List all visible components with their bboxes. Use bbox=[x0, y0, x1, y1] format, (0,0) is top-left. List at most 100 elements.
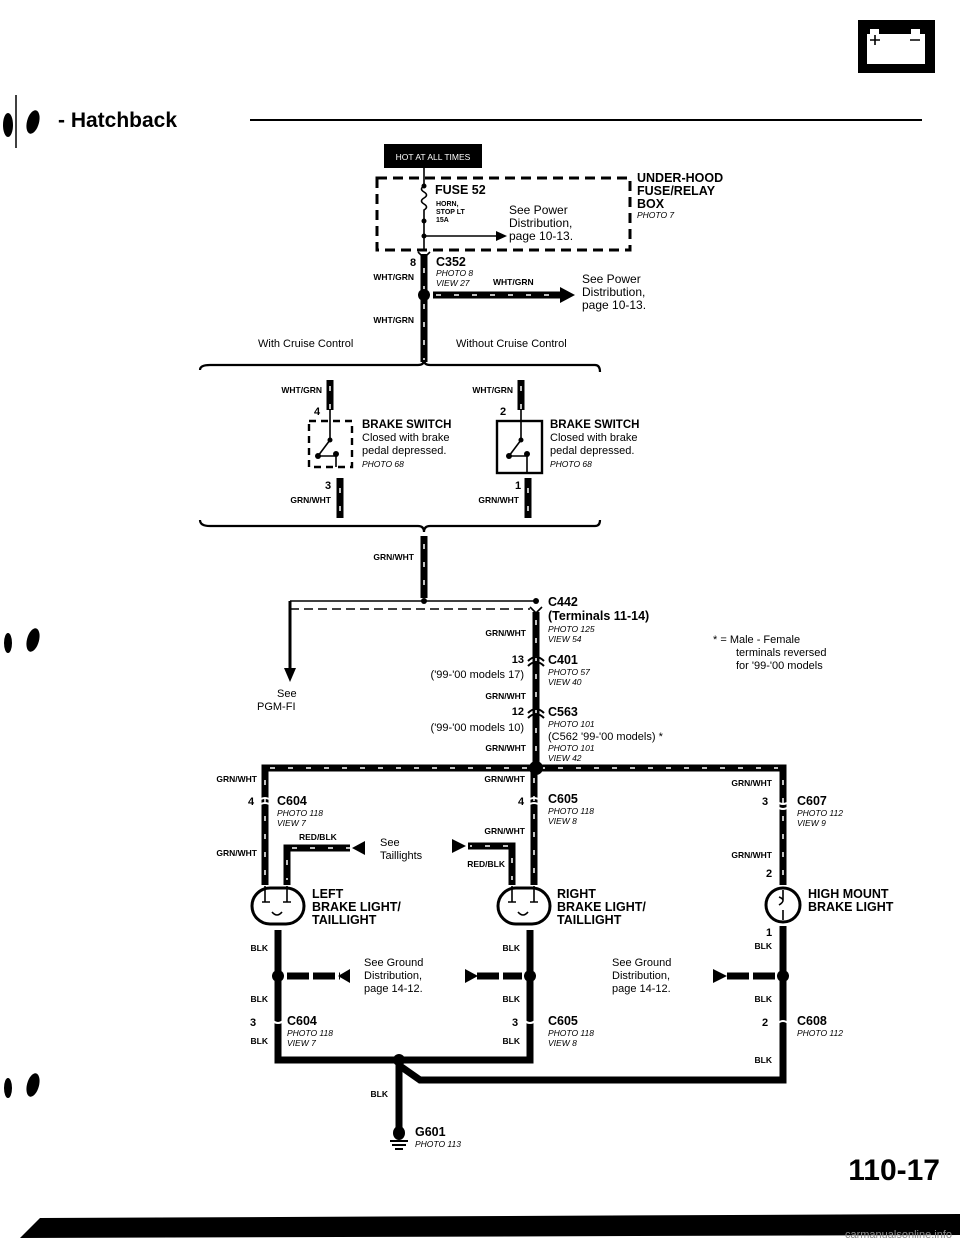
component-desc: Closed with brake bbox=[362, 432, 449, 444]
wire-color-label: WHT/GRN bbox=[472, 385, 513, 395]
right-brake-light-bulb-icon bbox=[496, 886, 552, 926]
wire-color-label: GRN/WHT bbox=[485, 628, 526, 638]
pin-number: 4 bbox=[314, 406, 321, 418]
pin-number: 8 bbox=[410, 257, 416, 269]
view-ref: VIEW 42 bbox=[548, 753, 582, 763]
connector-label: C605 bbox=[548, 792, 578, 806]
power-ref[interactable]: Distribution, bbox=[509, 216, 572, 230]
wire-color-label: GRN/WHT bbox=[216, 774, 257, 784]
wire-color-label: BLK bbox=[251, 1036, 269, 1046]
component-title: RIGHT bbox=[557, 887, 596, 901]
ground-ref[interactable]: page 14-12. bbox=[612, 983, 671, 995]
connector-label: C605 bbox=[548, 1014, 578, 1028]
pin-number: 4 bbox=[518, 796, 525, 808]
page-number: 110-17 bbox=[848, 1154, 940, 1187]
arrow-icon bbox=[284, 668, 296, 682]
wire-color-label: GRN/WHT bbox=[731, 850, 772, 860]
alt-pin-note: ('99-'00 models 17) bbox=[431, 669, 524, 681]
component-desc: pedal depressed. bbox=[550, 445, 634, 457]
view-ref: VIEW 54 bbox=[548, 634, 582, 644]
pin-number: 2 bbox=[500, 406, 506, 418]
connector-c604 bbox=[257, 797, 273, 807]
ground-ref[interactable]: Distribution, bbox=[364, 970, 422, 982]
under-hood-fuse-box bbox=[375, 176, 632, 252]
connector-c605 bbox=[526, 797, 542, 807]
connector-c442 bbox=[529, 606, 543, 615]
connector-c352 bbox=[417, 251, 431, 260]
photo-ref: PHOTO 118 bbox=[548, 806, 594, 816]
watermark: carmanualsonline.info bbox=[845, 1229, 952, 1241]
left-brake-switch bbox=[307, 410, 354, 469]
photo-ref: PHOTO 101 bbox=[548, 719, 595, 729]
connector-terminals: (Terminals 11-14) bbox=[548, 609, 649, 623]
splice-dot bbox=[524, 970, 536, 982]
pgm-fi-ref[interactable]: PGM-FI bbox=[257, 701, 296, 713]
arrow-icon bbox=[452, 839, 466, 853]
option-bracket bbox=[198, 359, 602, 373]
component-title: BRAKE LIGHT bbox=[808, 900, 894, 914]
ground-ref[interactable]: See Ground bbox=[364, 957, 423, 969]
pin-number: 1 bbox=[766, 927, 772, 939]
arrow-icon bbox=[352, 841, 365, 855]
wire-color-label: BLK bbox=[503, 994, 521, 1004]
power-ref[interactable]: Distribution, bbox=[582, 285, 645, 299]
connector-c604 bbox=[271, 1019, 285, 1024]
power-ref[interactable]: page 10-13. bbox=[582, 298, 646, 312]
view-ref: VIEW 8 bbox=[548, 816, 577, 826]
pin-number: 12 bbox=[512, 706, 524, 718]
fuse-box-name: UNDER-HOOD bbox=[637, 171, 723, 185]
pin-number: 3 bbox=[512, 1017, 518, 1029]
pin-number: 13 bbox=[512, 654, 524, 666]
wire-color-label: WHT/GRN bbox=[373, 272, 414, 282]
wire-color-label: WHT/GRN bbox=[493, 277, 534, 287]
taillights-ref[interactable]: Taillights bbox=[380, 850, 423, 862]
alt-connector-note: (C562 '99-'00 models) * bbox=[548, 731, 664, 743]
connector-c605 bbox=[523, 1019, 537, 1024]
fuse-desc: HORN, bbox=[436, 201, 459, 208]
photo-ref: PHOTO 118 bbox=[287, 1028, 333, 1038]
pgm-fi-ref[interactable]: See bbox=[277, 688, 297, 700]
ground-label: G601 bbox=[415, 1125, 446, 1139]
connector-label: C604 bbox=[287, 1014, 317, 1028]
photo-ref: PHOTO 68 bbox=[362, 459, 404, 469]
arrow-icon bbox=[713, 969, 727, 983]
wire-color-label: BLK bbox=[755, 941, 773, 951]
connector-label: C401 bbox=[548, 653, 578, 667]
power-ref[interactable]: See Power bbox=[509, 203, 568, 217]
power-ref[interactable]: page 10-13. bbox=[509, 229, 573, 243]
photo-ref: PHOTO 118 bbox=[277, 808, 323, 818]
wire-color-label: GRN/WHT bbox=[373, 552, 414, 562]
right-brake-switch bbox=[495, 410, 544, 475]
photo-ref: PHOTO 112 bbox=[797, 1028, 843, 1038]
wire-color-label: RED/BLK bbox=[467, 859, 506, 869]
pin-number: 1 bbox=[515, 480, 521, 492]
pin-number: 4 bbox=[248, 796, 255, 808]
connector-c608 bbox=[776, 1020, 790, 1025]
photo-ref: PHOTO 7 bbox=[637, 210, 674, 220]
fuse-box-name: FUSE/RELAY bbox=[637, 184, 716, 198]
splice-dot bbox=[272, 970, 284, 982]
ground-ref[interactable]: See Ground bbox=[612, 957, 671, 969]
fuse-desc: STOP LT bbox=[436, 209, 466, 216]
view-ref: VIEW 27 bbox=[436, 278, 470, 288]
wire-color-label: WHT/GRN bbox=[281, 385, 322, 395]
component-title: BRAKE SWITCH bbox=[550, 419, 639, 431]
wire-color-label: RED/BLK bbox=[299, 832, 338, 842]
pin-number: 3 bbox=[325, 480, 331, 492]
wire-color-label: BLK bbox=[251, 994, 269, 1004]
ground-ref[interactable]: Distribution, bbox=[612, 970, 670, 982]
component-title: BRAKE LIGHT/ bbox=[312, 900, 401, 914]
taillights-ref[interactable]: See bbox=[380, 837, 400, 849]
component-title: LEFT bbox=[312, 887, 344, 901]
view-ref: VIEW 9 bbox=[797, 818, 826, 828]
wire-color-label: GRN/WHT bbox=[485, 743, 526, 753]
view-ref: VIEW 7 bbox=[287, 1038, 316, 1048]
ground-ref[interactable]: page 14-12. bbox=[364, 983, 423, 995]
power-ref[interactable]: See Power bbox=[582, 272, 641, 286]
component-title: TAILLIGHT bbox=[312, 913, 377, 927]
fuse-rating: 15A bbox=[436, 217, 449, 224]
ground-icon bbox=[390, 1126, 408, 1150]
hot-label: HOT AT ALL TIMES bbox=[396, 152, 471, 162]
left-brake-light-bulb-icon bbox=[250, 886, 306, 926]
